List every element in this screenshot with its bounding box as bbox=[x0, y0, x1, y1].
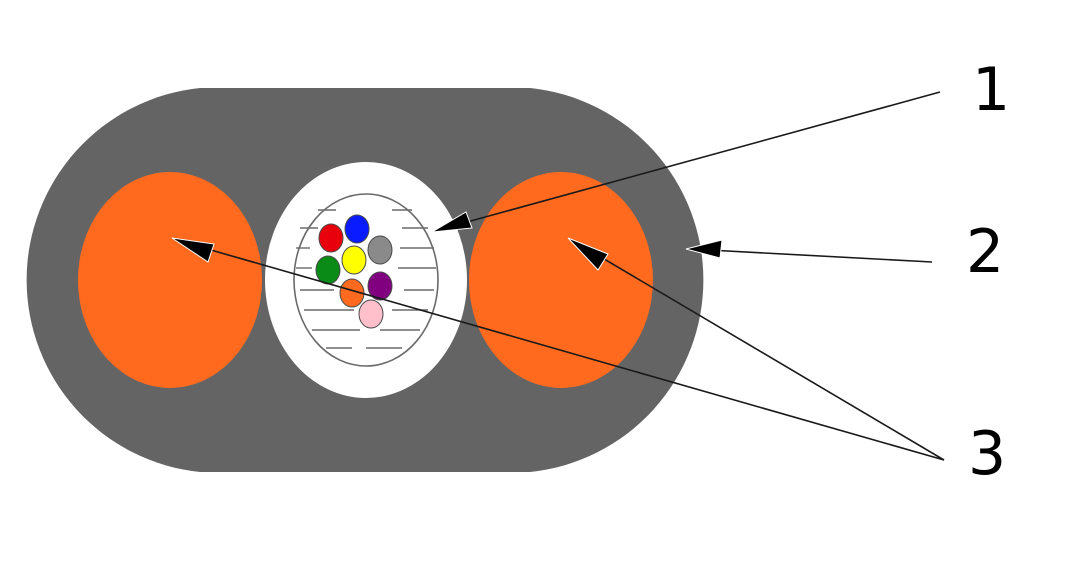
leader-line-2 bbox=[689, 248, 933, 263]
fiber-yellow bbox=[341, 245, 367, 275]
fiber-orange bbox=[339, 278, 365, 308]
leader-line-3-left bbox=[175, 239, 945, 461]
arrowhead-1 bbox=[431, 211, 473, 233]
callout-label-1: 1 bbox=[972, 55, 1010, 125]
fiber-pink bbox=[358, 299, 384, 329]
arrowhead-3-right bbox=[567, 237, 609, 271]
fiber-red bbox=[318, 223, 344, 253]
leader-line-1 bbox=[437, 91, 941, 231]
arrowhead-3-left bbox=[171, 237, 215, 263]
optical-fibers bbox=[315, 214, 393, 329]
arrowhead-2 bbox=[685, 239, 723, 259]
callout-label-3: 3 bbox=[968, 419, 1006, 489]
fiber-purple bbox=[367, 271, 393, 301]
strength-member-right bbox=[469, 172, 653, 388]
arrowheads bbox=[171, 211, 723, 271]
leader-line-3-right bbox=[571, 239, 945, 461]
leader-lines bbox=[175, 91, 945, 461]
fiber-green bbox=[315, 255, 341, 285]
strength-member-left bbox=[78, 172, 262, 388]
callout-label-2: 2 bbox=[966, 217, 1004, 287]
fiber-blue bbox=[344, 214, 370, 244]
fiber-gray bbox=[367, 235, 393, 265]
